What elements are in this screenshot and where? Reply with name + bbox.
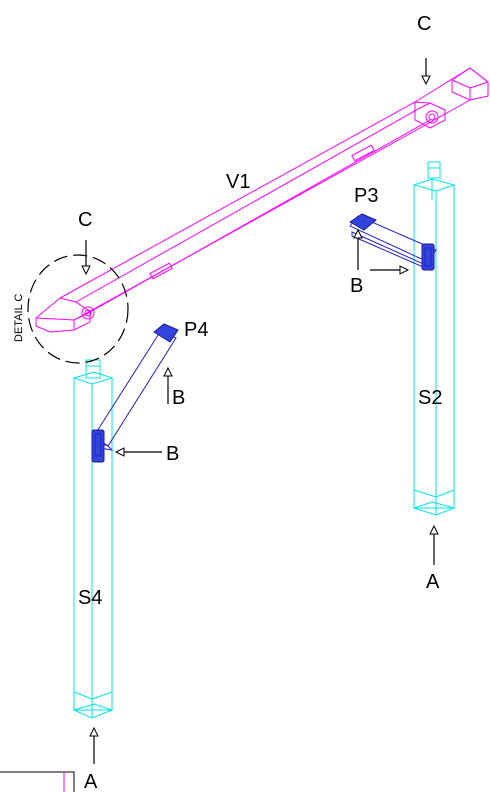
post-s4 — [72, 359, 114, 719]
label-p3: P3 — [354, 185, 378, 207]
label-v1: V1 — [226, 171, 250, 193]
label-p4: P4 — [184, 319, 208, 341]
label-c-top-right: C — [417, 13, 431, 35]
post-s2 — [412, 161, 456, 516]
arrow-c-left — [81, 240, 91, 276]
label-c-left: C — [78, 209, 92, 231]
arrow-c-top-right — [421, 58, 431, 86]
label-b-left-horizontal: B — [166, 443, 179, 465]
label-s2: S2 — [418, 387, 442, 409]
label-a-left: A — [84, 771, 98, 792]
label-s4: S4 — [78, 587, 102, 609]
label-a-right: A — [426, 571, 440, 593]
arrow-b-left-horizontal — [114, 447, 162, 457]
label-b-right: B — [350, 275, 363, 297]
beam-v1 — [35, 67, 489, 333]
arrow-b-right-vertical — [353, 228, 363, 270]
arrow-a-right — [429, 524, 439, 565]
label-b-left-vertical: B — [172, 387, 185, 409]
brace-p4 — [91, 323, 179, 463]
arrow-b-right-horizontal — [370, 265, 410, 275]
brace-p3 — [349, 213, 437, 272]
title-block-fragment — [0, 771, 75, 792]
arrow-b-left-vertical — [163, 366, 173, 404]
label-detail-c: DETAIL C — [13, 294, 25, 342]
arrow-a-left — [89, 726, 99, 764]
detail-c-circle — [27, 254, 129, 364]
